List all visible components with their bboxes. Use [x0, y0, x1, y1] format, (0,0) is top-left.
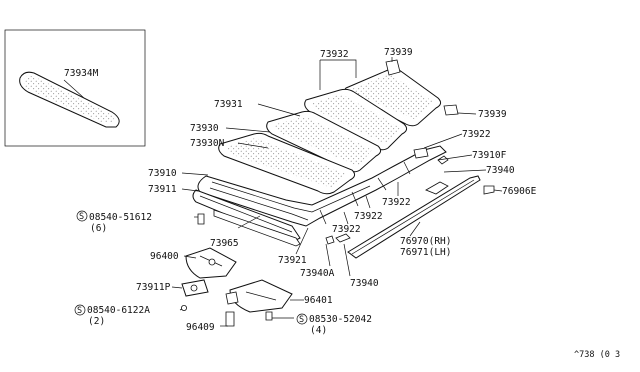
s-mark-2: S — [77, 306, 82, 316]
roof-frame-73910 — [197, 145, 447, 227]
label-73910: 73910 — [148, 168, 177, 179]
label-73930: 73930 — [190, 123, 219, 134]
label-76971-lh: 76971(LH) — [400, 247, 451, 258]
label-73965: 73965 — [210, 238, 239, 249]
label-76970-rh: 76970(RH) — [400, 236, 451, 247]
panel-73930 — [218, 132, 356, 195]
label-73940A: 73940A — [300, 268, 335, 279]
label-96400: 96400 — [150, 251, 179, 262]
label-73932: 73932 — [320, 49, 349, 60]
inset-box: 73934M — [4, 29, 146, 147]
panel-73939 — [344, 59, 459, 127]
label-screw-qty-2: (2) — [88, 316, 105, 327]
rail-73965 — [213, 209, 301, 247]
label-73911: 73911 — [148, 184, 177, 195]
part-labels: 73932 73939 73939 73931 73930 73930N 739… — [87, 47, 620, 360]
sun-visor-96401 — [225, 279, 293, 313]
label-73940-bottom: 73940 — [350, 278, 379, 289]
s-mark-1: S — [79, 212, 84, 222]
label-73911P: 73911P — [136, 282, 171, 293]
label-73910F: 73910F — [472, 150, 507, 161]
panel-73932 — [304, 88, 408, 151]
label-73922-low: 73922 — [354, 211, 383, 222]
screw-markers: S S S — [74, 210, 308, 325]
leader-lines — [171, 57, 503, 327]
label-73921: 73921 — [278, 255, 307, 266]
label-73934M: 73934M — [64, 68, 99, 79]
label-screw-qty-6: (6) — [90, 223, 107, 234]
label-73922-mid: 73922 — [382, 197, 411, 208]
small-parts — [180, 147, 495, 327]
label-73922-bottom: 73922 — [332, 224, 361, 235]
label-screw-08540-6122A: 08540-6122A — [87, 305, 150, 316]
visor-bracket-73911P — [181, 279, 209, 297]
panel-73931 — [266, 110, 382, 173]
label-96401: 96401 — [304, 295, 333, 306]
label-76906E: 76906E — [502, 186, 537, 197]
label-73939-top: 73939 — [384, 47, 413, 58]
label-73931: 73931 — [214, 99, 243, 110]
label-screw-08530-52042: 08530-52042 — [309, 314, 372, 325]
label-screw-qty-4: (4) — [310, 325, 327, 336]
label-73939-right: 73939 — [478, 109, 507, 120]
label-screw-08540-51612: 08540-51612 — [89, 212, 152, 223]
label-73930N: 73930N — [190, 138, 225, 149]
sun-visor-96400 — [185, 247, 237, 279]
label-73922-top: 73922 — [462, 129, 491, 140]
diagram-reference-code: ^738 (0 3 — [574, 350, 620, 360]
label-73940-right: 73940 — [486, 165, 515, 176]
side-trim-76970 — [347, 175, 481, 259]
s-mark-3: S — [299, 315, 304, 325]
label-96409: 96409 — [186, 322, 215, 333]
